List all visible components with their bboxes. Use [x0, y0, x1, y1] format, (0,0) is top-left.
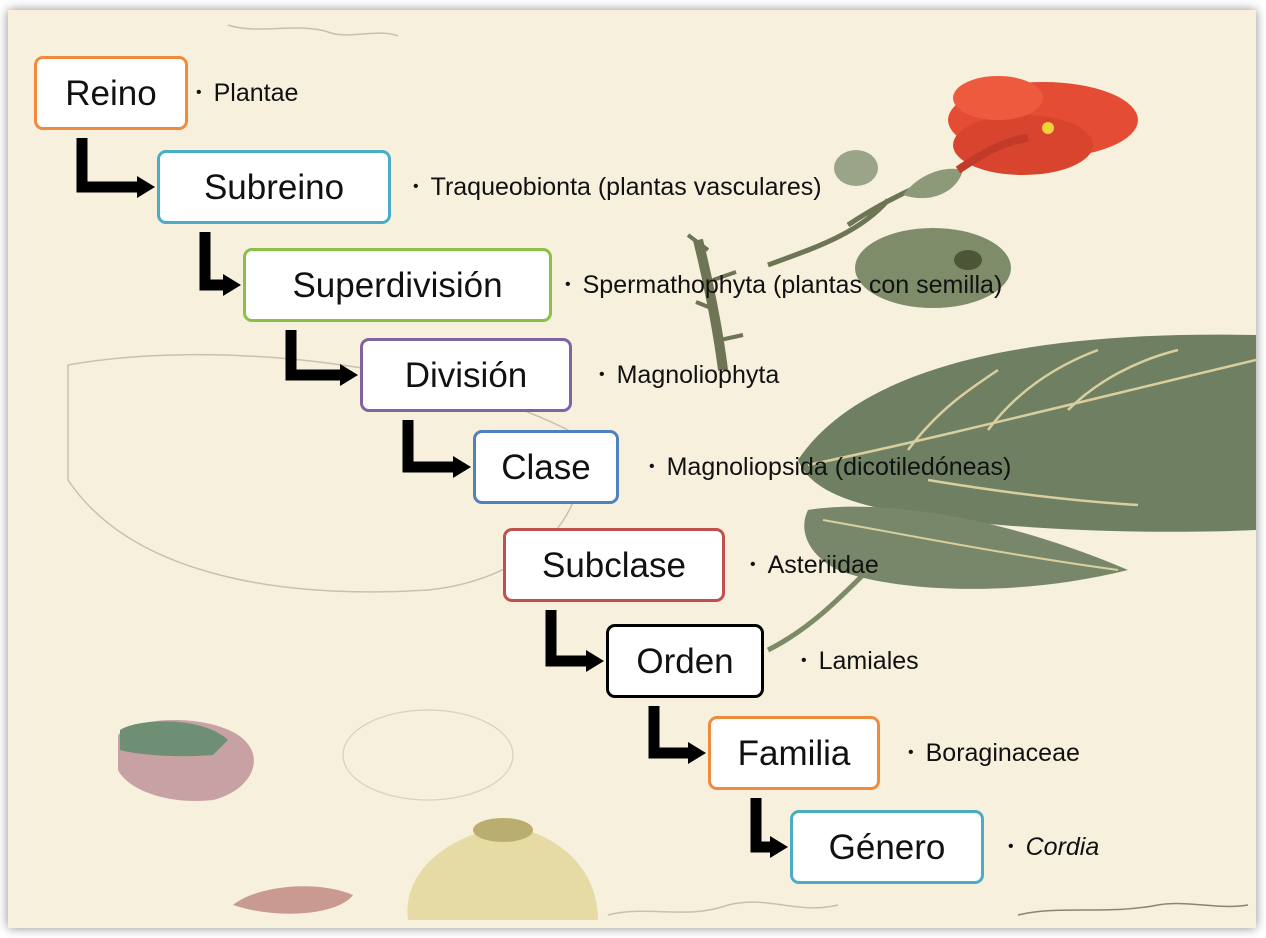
bullet: •: [649, 458, 655, 476]
connector-arrow: [283, 328, 362, 389]
calyx: [903, 169, 963, 198]
taxon-text: Traqueobionta (plantas vasculares): [431, 173, 822, 202]
rank-box-division: División: [360, 338, 572, 412]
bud: [834, 150, 878, 186]
taxon-text: Boraginaceae: [926, 739, 1080, 768]
taxon-text: Spermathophyta (plantas con semilla): [583, 271, 1003, 300]
bullet: •: [413, 178, 419, 196]
taxon-text: Cordia: [1026, 833, 1100, 862]
bullet: •: [1008, 838, 1014, 856]
rank-box-subreino: Subreino: [157, 150, 391, 224]
rank-label-orden: Orden: [636, 644, 733, 679]
rank-label-reino: Reino: [65, 76, 156, 111]
taxon-value-genero: • Cordia: [1008, 831, 1099, 863]
rank-label-superdivision: Superdivisión: [292, 268, 502, 303]
taxon-value-clase: • Magnoliopsida (dicotiledóneas): [649, 451, 1011, 483]
taxon-value-orden: • Lamiales: [801, 645, 919, 677]
rank-box-clase: Clase: [473, 430, 619, 504]
rank-box-genero: Género: [790, 810, 984, 884]
bullet: •: [599, 366, 605, 384]
connector-arrow: [543, 608, 608, 675]
connector-arrow: [748, 796, 792, 861]
taxon-text: Asteriidae: [768, 551, 879, 580]
sketch-circle: [343, 710, 513, 800]
rank-box-superdivision: Superdivisión: [243, 248, 552, 322]
bullet: •: [565, 276, 571, 294]
taxon-value-superdivision: • Spermathophyta (plantas con semilla): [565, 269, 1002, 301]
rank-box-familia: Familia: [708, 716, 880, 790]
taxon-text: Plantae: [214, 79, 299, 108]
rank-label-division: División: [405, 358, 528, 393]
flower-red: [948, 76, 1138, 175]
connector-arrow: [74, 136, 159, 201]
bullet: •: [801, 652, 807, 670]
rank-label-clase: Clase: [501, 450, 590, 485]
taxon-value-familia: • Boraginaceae: [908, 737, 1080, 769]
stem: [768, 570, 868, 650]
taxon-text: Magnoliopsida (dicotiledóneas): [667, 453, 1012, 482]
connector-arrow: [197, 230, 245, 299]
rank-label-subclase: Subclase: [542, 548, 686, 583]
connector-arrow: [646, 704, 710, 767]
taxon-value-reino: • Plantae: [196, 77, 298, 109]
rank-box-reino: Reino: [34, 56, 188, 130]
taxon-text: Magnoliophyta: [617, 361, 780, 390]
bullet: •: [750, 556, 756, 574]
rank-box-orden: Orden: [606, 624, 764, 698]
handwriting: [608, 902, 838, 915]
connector-arrow: [400, 418, 475, 481]
rank-label-genero: Género: [829, 830, 946, 865]
botanical-illustration: [8, 10, 1256, 928]
bullet: •: [196, 84, 202, 102]
taxon-value-subclase: • Asteriidae: [750, 549, 879, 581]
bullet: •: [908, 744, 914, 762]
rank-label-subreino: Subreino: [204, 170, 344, 205]
taxon-value-division: • Magnoliophyta: [599, 359, 779, 391]
taxon-text: Lamiales: [819, 647, 919, 676]
seed-small: [233, 886, 353, 913]
rank-label-familia: Familia: [738, 736, 851, 771]
taxon-value-subreino: • Traqueobionta (plantas vasculares): [413, 171, 822, 203]
rank-box-subclase: Subclase: [503, 528, 725, 602]
leaf-large: [798, 335, 1256, 532]
